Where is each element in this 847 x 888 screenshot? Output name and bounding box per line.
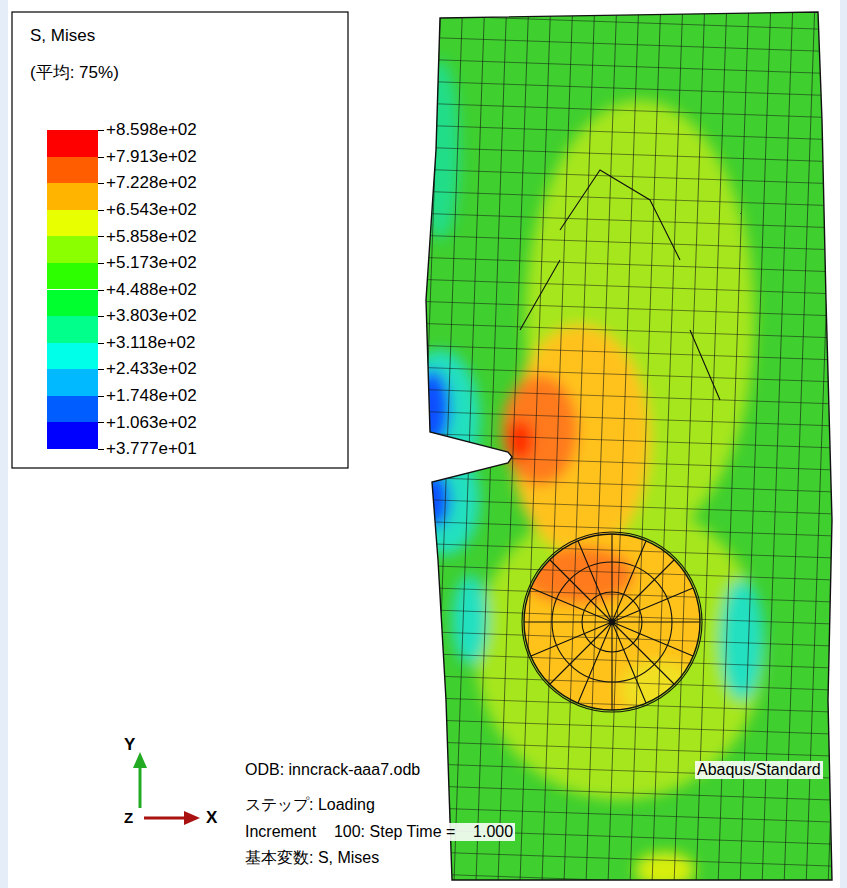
legend-tick — [98, 369, 104, 370]
legend-value: +8.598e+02 — [106, 120, 197, 140]
legend-title: S, Mises — [30, 26, 95, 46]
legend-swatch — [47, 263, 98, 289]
legend-tick — [98, 290, 104, 291]
legend-value: +3.803e+02 — [106, 306, 197, 326]
legend-swatch — [47, 316, 98, 343]
legend-swatch — [47, 210, 98, 236]
legend-value: +1.748e+02 — [106, 386, 197, 406]
legend-tick — [98, 422, 104, 423]
status-text: Increment 100: Step Time = 1.000 — [243, 823, 515, 841]
axis-label: Y — [124, 735, 135, 755]
legend-frame — [12, 12, 348, 468]
legend-swatch — [47, 130, 98, 157]
legend-value: +4.488e+02 — [106, 280, 197, 300]
legend-value: +5.173e+02 — [106, 253, 197, 273]
legend-tick — [98, 263, 104, 264]
legend-swatch — [47, 157, 98, 183]
legend-swatch — [47, 422, 98, 449]
legend-tick — [98, 316, 104, 317]
legend-swatch — [47, 343, 98, 369]
legend-value: +6.543e+02 — [106, 200, 197, 220]
axis-triad — [133, 752, 200, 825]
legend-value: +7.913e+02 — [106, 147, 197, 167]
status-text: ODB: inncrack-aaa7.odb — [243, 761, 422, 779]
axis-label: Z — [124, 809, 133, 826]
status-text: ステップ: Loading — [243, 796, 377, 814]
legend-swatch — [47, 396, 98, 422]
axis-label: X — [206, 808, 217, 828]
legend-tick — [98, 130, 104, 131]
status-text: 基本変数: S, Mises — [243, 849, 381, 867]
legend-swatch — [47, 290, 98, 316]
legend-swatch — [47, 183, 98, 210]
legend-value: +3.777e+01 — [106, 439, 197, 459]
legend-tick — [98, 183, 104, 184]
legend-tick — [98, 343, 104, 344]
legend-value: +2.433e+02 — [106, 359, 197, 379]
legend-tick — [98, 449, 104, 450]
legend-tick — [98, 236, 104, 237]
legend-value: +3.118e+02 — [106, 333, 196, 353]
legend-value: +5.858e+02 — [106, 227, 197, 247]
legend-subtitle: (平均: 75%) — [30, 63, 119, 83]
specimen-contour — [400, 0, 847, 888]
legend-value: +7.228e+02 — [106, 173, 197, 193]
legend-value: +1.063e+02 — [106, 413, 197, 433]
legend-tick — [98, 157, 104, 158]
legend-tick — [98, 396, 104, 397]
specimen-outline — [426, 12, 832, 880]
legend-swatch — [47, 369, 98, 396]
legend-tick — [98, 210, 104, 211]
status-text: Abaqus/Standard — [695, 761, 823, 779]
legend-swatch — [47, 236, 98, 263]
